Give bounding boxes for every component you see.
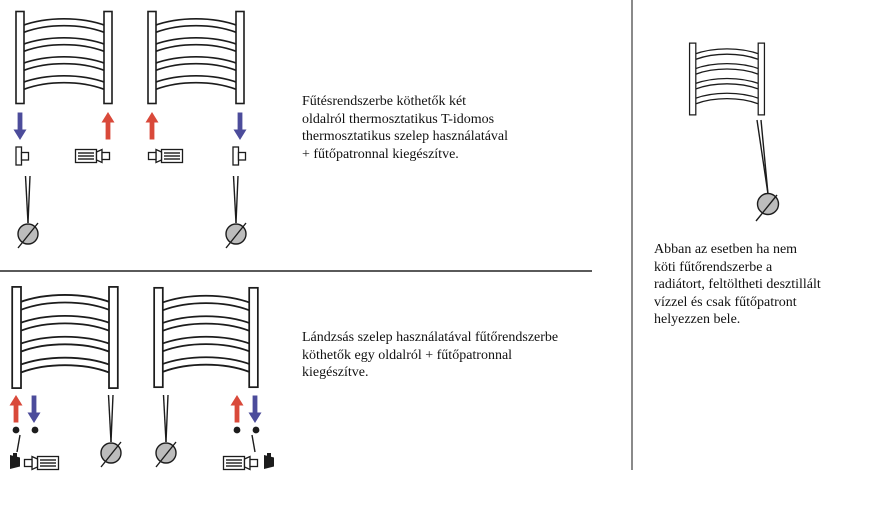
text-line: radiátort, feltöltheti desztillált [654, 277, 821, 292]
pipe-line [251, 434, 256, 453]
one-sided-diagram-right [150, 283, 274, 471]
connection-dot [233, 426, 241, 434]
red-up-arrow-icon [145, 112, 159, 140]
t-valve-icon [232, 146, 247, 166]
heating-element-icon [222, 455, 259, 471]
heating-element-icon [147, 148, 184, 164]
two-sided-diagram-left [13, 8, 115, 249]
text-line: thermosztatikus szelep használatával [302, 129, 509, 144]
radiator-icon [16, 12, 112, 104]
connection-dot [252, 426, 260, 434]
lance-valve-icon [10, 453, 20, 469]
radiator-icon [12, 287, 118, 388]
pipe-line [16, 434, 21, 453]
text-line: köti fűtőrendszerbe a [654, 259, 773, 275]
t-valve-icon [15, 146, 30, 166]
lance-valve-icon [264, 453, 274, 469]
connection-dot [31, 426, 39, 434]
thermostat-icon [755, 119, 780, 222]
blue-down-arrow-icon [248, 395, 262, 423]
text-line: Abban az esetben ha nem [654, 242, 798, 257]
radiator-icon [148, 12, 244, 104]
text-line: oldalról thermosztatikus T-idomos [302, 111, 495, 127]
two-sided-description: Fűtésrendszerbe köthetők két oldalról th… [302, 93, 572, 163]
standalone-description: Abban az esetben ha nem köti fűtőrendsze… [654, 241, 864, 329]
text-line: kiegészítve. [302, 365, 369, 380]
blue-down-arrow-icon [13, 112, 27, 140]
text-line: Lándzsás szelep használatával fűtőrendsz… [302, 330, 559, 345]
one-sided-description: Lándzsás szelep használatával fűtőrendsz… [302, 329, 612, 382]
red-up-arrow-icon [9, 395, 23, 423]
text-line: helyezzen bele. [654, 312, 741, 327]
one-sided-diagram-left [9, 283, 122, 471]
text-line: + fűtőpatronnal kiegészítve. [302, 146, 459, 162]
horizontal-divider [0, 270, 592, 272]
radiator-icon [154, 288, 258, 387]
two-sided-diagram-right [145, 8, 247, 249]
heating-element-icon [23, 455, 60, 471]
thermostat-icon [225, 176, 247, 249]
blue-down-arrow-icon [27, 395, 41, 423]
red-up-arrow-icon [230, 395, 244, 423]
vertical-divider [631, 0, 633, 470]
heating-element-icon [74, 148, 111, 164]
text-line: Fűtésrendszerbe köthetők két [302, 94, 467, 109]
connection-dot [12, 426, 20, 434]
thermostat-icon [100, 395, 122, 468]
thermostat-icon [17, 176, 39, 249]
radiator-icon [690, 43, 765, 115]
text-line: köthetők egy oldalról + fűtőpatronnal [302, 347, 513, 363]
thermostat-icon [155, 395, 177, 468]
standalone-diagram [680, 36, 780, 222]
red-up-arrow-icon [101, 112, 115, 140]
blue-down-arrow-icon [233, 112, 247, 140]
text-line: vízzel és csak fűtőpatront [654, 294, 797, 310]
